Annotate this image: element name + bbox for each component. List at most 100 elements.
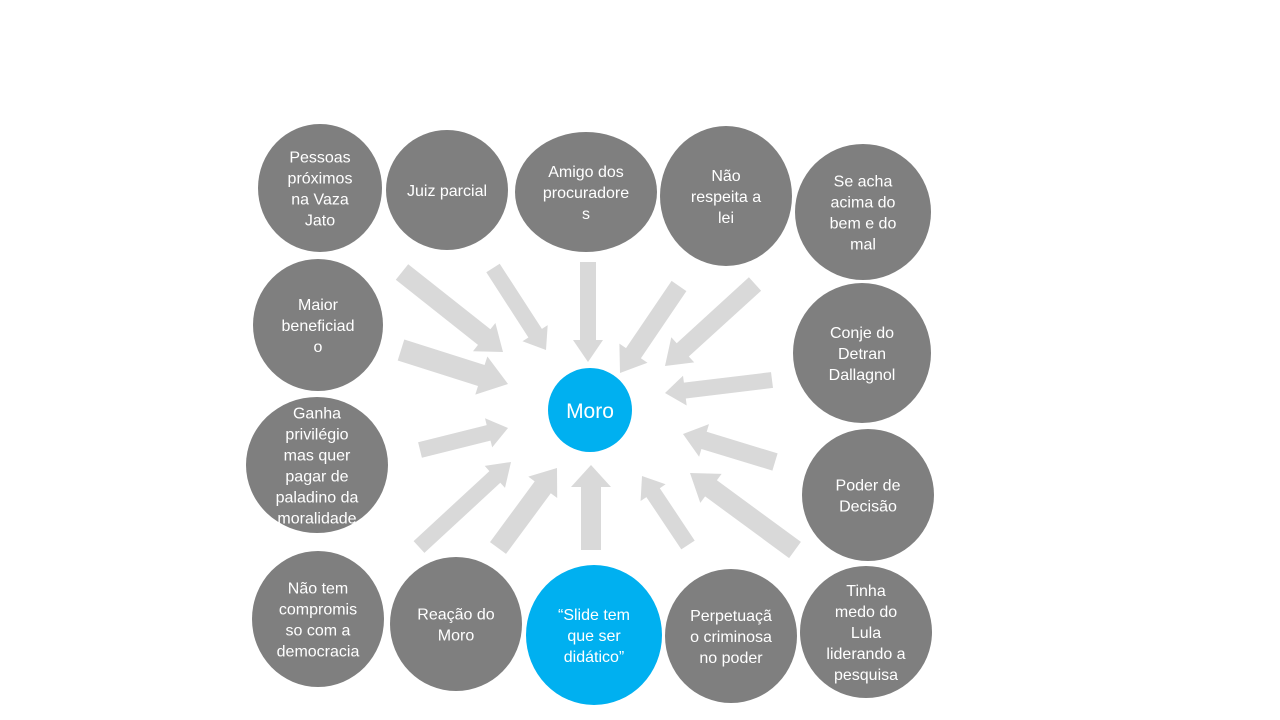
center-node: Moro [548,368,632,452]
node-label-line: Perpetuaçã [690,608,772,625]
gray-arrow [665,372,773,406]
node-label: Perpetuaçã o criminosa no poder [690,608,772,667]
gray-arrow [395,264,503,352]
node-label-line: Maior [298,297,339,314]
node-label-line: respeita a [691,189,761,206]
node-label-line: no poder [699,650,763,667]
arrows-layer [395,262,801,559]
node-label-line: Ganha [293,406,341,423]
node-label-line: próximos [288,171,353,188]
node-circle [793,283,931,423]
node-label-line: que ser [567,628,621,645]
gray-arrow [397,339,508,395]
node-label-line: democracia [277,644,360,661]
node-label-line: bem e do [830,216,897,233]
node-reacao-do-moro: Reação do Moro [390,557,522,691]
node-label-line: Lula [851,625,881,642]
node-label-line: Conje do [830,325,894,342]
node-label: Se acha acima do bem e do mal [830,174,897,254]
node-label: Não respeita a lei [691,168,761,227]
node-label: Juiz parcial [407,183,487,200]
node-label: “Slide tem que ser didático” [558,607,630,666]
node-label-line: privilégio [285,427,348,444]
node-label-line: moralidade [277,511,356,528]
node-label-line: mal [850,237,876,254]
node-circle [386,130,508,250]
node-label-line: Não tem [288,581,348,598]
center-circle [548,368,632,452]
center-label: Moro [566,400,614,423]
node-label-line: Não [711,168,740,185]
node-label-line: liderando a [826,646,905,663]
node-label-line: so com a [286,623,351,640]
node-label-line: o [314,339,323,356]
node-circle [253,259,383,391]
node-label: Maior beneficiad o [282,297,355,356]
node-circle [515,132,657,252]
node-label-line: Juiz parcial [407,183,487,200]
node-circle [526,565,662,705]
node-nao-tem-compromisso: Não tem compromis so com a democracia [252,551,384,687]
node-label-line: Dallagnol [829,367,896,384]
node-perpetuacao-criminosa: Perpetuaçã o criminosa no poder [665,569,797,703]
node-label-line: didático” [564,649,624,666]
node-label-line: Jato [305,213,335,230]
node-label-line: o criminosa [690,629,772,646]
node-maior-beneficiado: Maior beneficiad o [253,259,383,391]
node-circle [252,551,384,687]
gray-arrow [683,424,778,471]
node-label-line: medo do [835,604,897,621]
node-label-line: Pessoas [289,150,350,167]
node-circle [258,124,382,252]
node-label-line: mas quer [284,448,351,465]
node-label-line: pagar de [285,469,348,486]
node-label-line: “Slide tem [558,607,630,624]
node-label-line: Moro [438,628,475,645]
node-label-line: compromis [279,602,357,619]
node-label-line: Reação do [417,607,494,624]
gray-arrow [571,465,611,550]
node-label-line: paladino da [276,490,359,507]
node-circle [800,566,932,698]
node-circle [246,397,388,533]
node-label-line: acima do [831,195,896,212]
node-juiz-parcial: Juiz parcial [386,130,508,250]
node-label: Ganha privilégio mas quer pagar de paladino … [276,406,359,528]
node-ganha-privilegio: Ganha privilégio mas quer pagar de paladino … [246,397,388,533]
node-label-line: Se acha [834,174,893,191]
node-tinha-medo-do-lula: Tinha medo do Lula liderando a pesquisa [800,566,932,698]
node-label-line: beneficiad [282,318,355,335]
node-label-line: Amigo dos [548,164,624,181]
node-circle [390,557,522,691]
node-circle [795,144,931,280]
node-label-line: Detran [838,346,886,363]
node-se-acha-acima: Se acha acima do bem e do mal [795,144,931,280]
gray-arrow [418,418,508,458]
node-label-line: lei [718,210,734,227]
node-label: Não tem compromis so com a democracia [277,581,360,661]
node-circle [660,126,792,266]
gray-arrow [486,263,548,350]
node-label-line: procuradore [543,185,629,202]
node-nao-respeita-a-lei: Não respeita a lei [660,126,792,266]
gray-arrow [690,473,801,559]
gray-arrow [490,468,558,554]
gray-arrow [665,277,762,366]
node-label-line: pesquisa [834,667,898,684]
node-label-line: Tinha [846,583,886,600]
node-circle [802,429,934,561]
gray-arrow [413,462,511,553]
node-slide-tem-que-ser-didatico: “Slide tem que ser didático” [526,565,662,705]
gray-arrow [619,280,687,373]
node-label: Tinha medo do Lula liderando a pesquisa [826,583,905,684]
